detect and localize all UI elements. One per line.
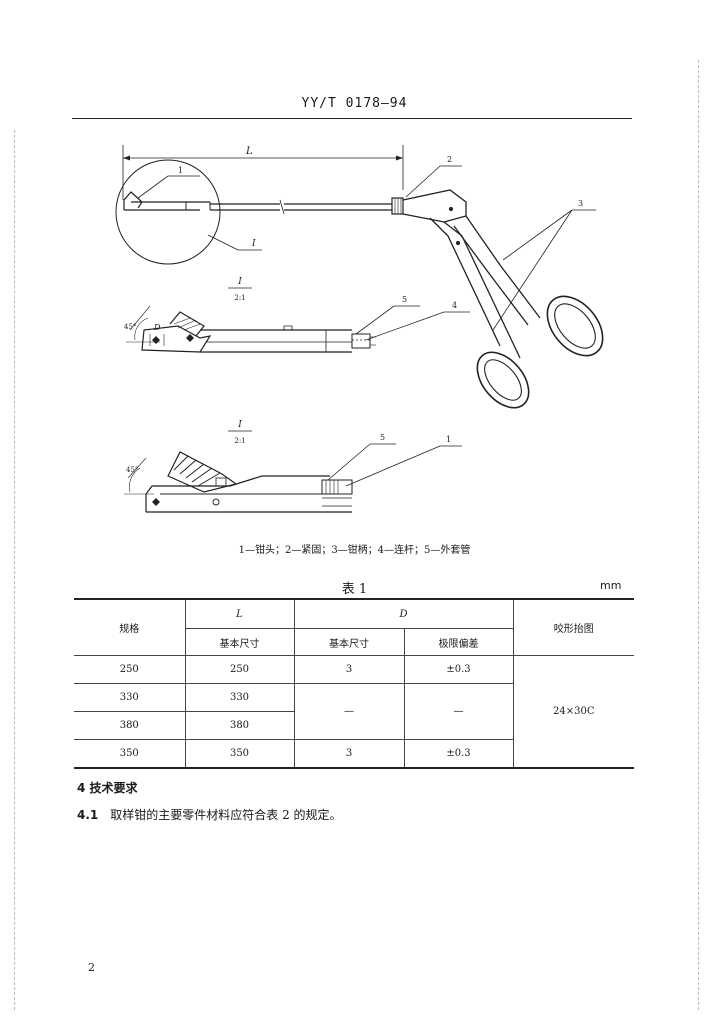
- section-item: 4.1 取样钳的主要零件材料应符合表 2 的规定。: [77, 806, 342, 823]
- spec-table: 规格 L D 咬形抬图 基本尺寸 基本尺寸 极限偏差 250 250 3 ±0.…: [74, 598, 634, 769]
- section-title: 4 技术要求: [77, 781, 138, 795]
- cell-L-basic: 350: [184, 739, 294, 769]
- table-row: 250 250 3 ±0.3 24×30C: [74, 655, 634, 769]
- main-view: L 1: [115, 145, 604, 409]
- detail-1-callout-4: 4: [452, 301, 457, 310]
- dim-L-label: L: [245, 146, 253, 157]
- detail-2-callout-1: 1: [446, 435, 451, 444]
- detail-1-label: I: [237, 277, 242, 287]
- table-title: 表 1: [341, 582, 368, 597]
- item-text: 取样钳的主要零件材料应符合表 2 的规定。: [110, 808, 342, 822]
- cell-L-basic: 330: [184, 683, 294, 712]
- detail-2-callout-5: 5: [380, 433, 385, 442]
- detail-1-scale: 2:1: [234, 294, 245, 302]
- header-spec: 规格: [74, 598, 185, 656]
- cell-D-dev: ±0.3: [403, 655, 513, 684]
- page-number: 2: [88, 961, 95, 974]
- scan-edge-left: [14, 130, 15, 1010]
- cell-spec: 380: [74, 711, 185, 740]
- table-row: 380 380: [74, 711, 634, 740]
- item-number: 4.1: [77, 808, 99, 822]
- cell-pattern: 24×30C: [512, 655, 634, 769]
- detail-1-dim-D: D: [153, 323, 161, 332]
- header-pattern: 咬形抬图: [512, 598, 634, 656]
- figure-caption: 1—钳头；2—紧固；3—钳柄；4—连杆；5—外套管: [238, 545, 471, 556]
- detail-2-angle: 45°: [126, 466, 138, 474]
- cell-D-basic-merged: —: [293, 683, 404, 740]
- detail-view-2: I 2:1 45° 5 1: [124, 420, 462, 513]
- header-D-dev: 极限偏差: [403, 628, 513, 656]
- cell-spec: 250: [74, 655, 185, 684]
- forceps-technical-drawing: L 1: [115, 145, 604, 513]
- standard-code: YY/T 0178—94: [301, 96, 408, 111]
- callout-2: 2: [447, 155, 452, 164]
- detail-1-angle: 45°: [124, 323, 136, 331]
- callout-1: 1: [178, 166, 183, 175]
- cell-D-dev: ±0.3: [403, 739, 513, 769]
- detail-2-scale: 2:1: [234, 437, 245, 445]
- table-row: 350 350 3 ±0.3: [74, 739, 634, 769]
- table-unit: mm: [600, 579, 622, 592]
- cell-D-basic: 3: [293, 655, 404, 684]
- header-L-basic: 基本尺寸: [184, 628, 294, 656]
- detail-view-1: I 2:1 45° D 5 4: [124, 277, 470, 353]
- header-rule: [72, 118, 632, 119]
- callout-I: I: [251, 239, 256, 249]
- cell-D-dev-merged: —: [403, 683, 513, 740]
- cell-D-basic: 3: [293, 739, 404, 769]
- cell-spec: 350: [74, 739, 185, 769]
- scan-edge-right: [698, 60, 699, 1010]
- header-L: L: [184, 598, 294, 629]
- detail-2-label: I: [237, 420, 242, 430]
- callout-3: 3: [578, 199, 583, 208]
- cell-L-basic: 250: [184, 655, 294, 684]
- table-row: 330 330 — —: [74, 683, 634, 740]
- cell-L-basic: 380: [184, 711, 294, 740]
- header-D-basic: 基本尺寸: [293, 628, 404, 656]
- cell-spec: 330: [74, 683, 185, 712]
- header-D: D: [293, 598, 513, 629]
- detail-1-callout-5: 5: [402, 295, 407, 304]
